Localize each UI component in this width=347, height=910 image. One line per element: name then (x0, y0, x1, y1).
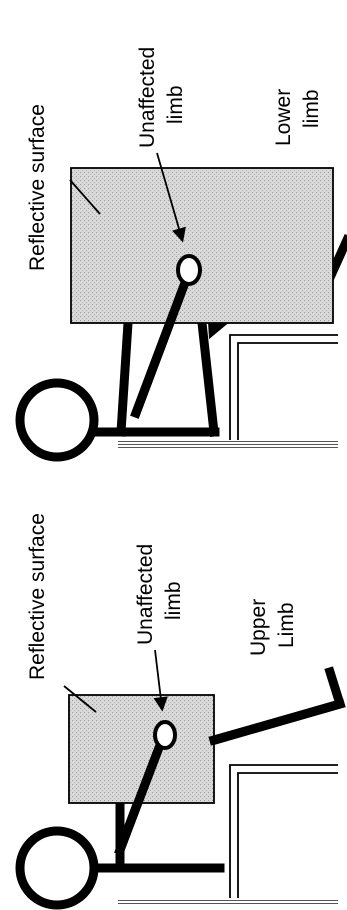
unaffected-label-line2: limb (164, 85, 187, 124)
limb-line (214, 704, 340, 740)
limb-type-label-line2: limb (300, 89, 323, 128)
unaffected-label-line1: Unaffected (134, 544, 157, 645)
limb-type-label-line2: Limb (275, 602, 298, 648)
table-outline (230, 335, 338, 440)
reflective-surface-box (71, 168, 333, 323)
panel-upper-limb: Reflective surface Unaffected limb Upper… (20, 513, 340, 906)
unaffected-label-line1: Unaffected (136, 47, 159, 148)
panel-lower-limb: Reflective surface Unaffected limb Lower… (20, 47, 347, 457)
limb-type-label-line1: Upper (247, 599, 270, 656)
unaffected-label-line2: limb (162, 581, 185, 620)
table-outline (230, 765, 338, 898)
head (20, 383, 94, 457)
reflective-surface-label: Reflective surface (26, 104, 49, 271)
unaffected-limb-ellipse (178, 256, 200, 284)
floor-hatch (118, 898, 338, 906)
head (20, 831, 94, 905)
floor-hatch (118, 440, 338, 448)
limb-type-label-line1: Lower (272, 89, 295, 146)
reflective-surface-label: Reflective surface (26, 513, 49, 680)
unaffected-limb-ellipse (155, 722, 175, 748)
